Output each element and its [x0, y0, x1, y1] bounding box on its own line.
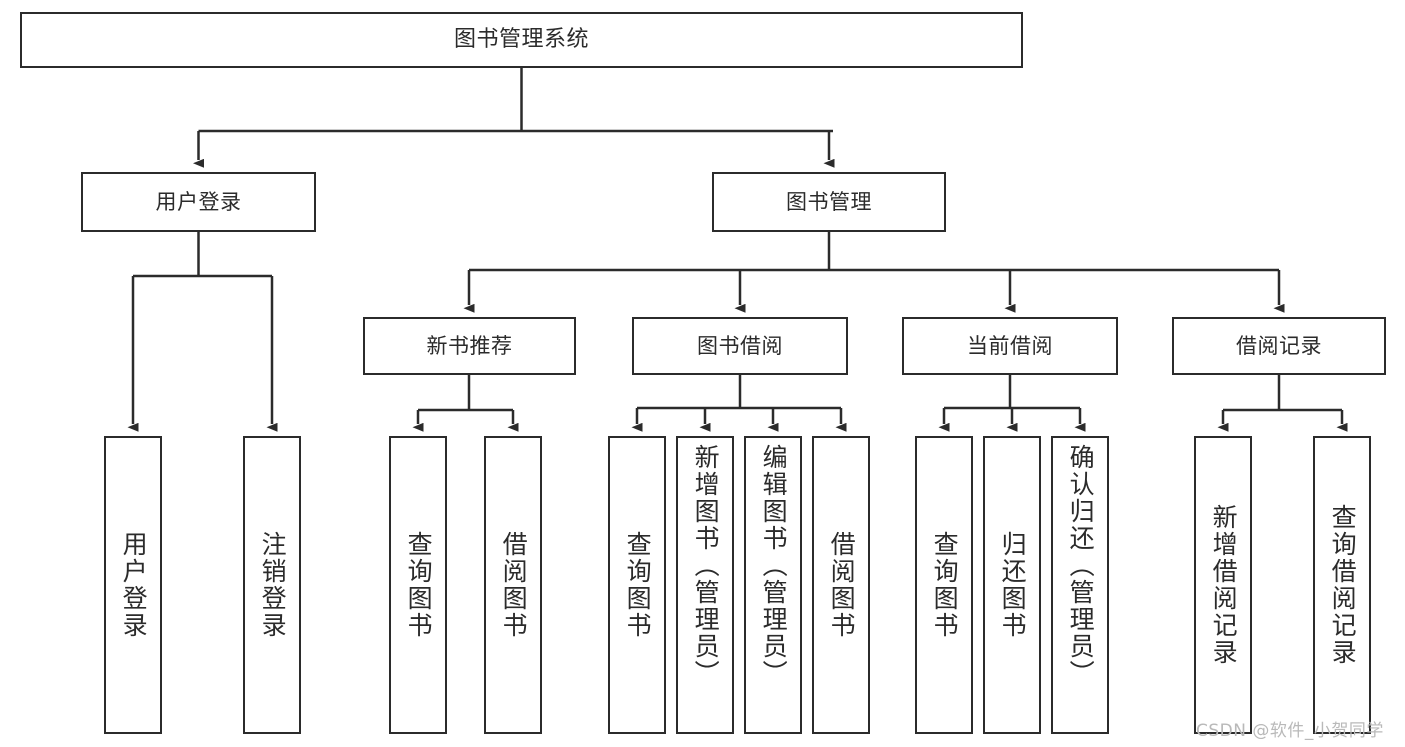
- node-borrow-records[interactable]: 借阅记录: [1172, 317, 1386, 375]
- leaf-node-label: 查询图书: [930, 531, 960, 639]
- leaf-node[interactable]: 新增图书（管理员）: [676, 436, 734, 734]
- leaf-node[interactable]: 编辑图书（管理员）: [744, 436, 802, 734]
- leaf-node-label: 编辑图书（管理员）: [759, 444, 789, 687]
- node-borrow-records-label: 借阅记录: [1236, 333, 1322, 358]
- csdn-watermark: CSDN @软件_小贺同学: [1196, 721, 1384, 741]
- node-root-label: 图书管理系统: [453, 27, 589, 53]
- node-book-management[interactable]: 图书管理: [712, 172, 946, 232]
- leaf-node-label: 归还图书: [998, 531, 1028, 639]
- leaf-node[interactable]: 查询借阅记录: [1313, 436, 1371, 734]
- node-root[interactable]: 图书管理系统: [20, 12, 1023, 68]
- node-current-borrow[interactable]: 当前借阅: [902, 317, 1118, 375]
- leaf-node[interactable]: 借阅图书: [812, 436, 870, 734]
- leaf-node-label: 借阅图书: [499, 531, 529, 639]
- leaf-node-label: 新增借阅记录: [1209, 504, 1239, 666]
- node-book-borrow[interactable]: 图书借阅: [632, 317, 848, 375]
- leaf-node-label: 借阅图书: [827, 531, 857, 639]
- node-book-management-label: 图书管理: [786, 189, 872, 214]
- leaf-node-label: 新增图书（管理员）: [691, 444, 721, 687]
- leaf-node[interactable]: 查询图书: [915, 436, 973, 734]
- leaf-node-label: 查询图书: [404, 531, 434, 639]
- leaf-node[interactable]: 用户登录: [104, 436, 162, 734]
- node-new-book-recommend-label: 新书推荐: [426, 333, 513, 358]
- leaf-node[interactable]: 归还图书: [983, 436, 1041, 734]
- leaf-node-label: 确认归还（管理员）: [1066, 444, 1096, 687]
- leaf-node[interactable]: 查询图书: [608, 436, 666, 734]
- node-book-borrow-label: 图书借阅: [697, 333, 783, 358]
- leaf-node[interactable]: 注销登录: [243, 436, 301, 734]
- leaf-node[interactable]: 新增借阅记录: [1194, 436, 1252, 734]
- node-user-login-label: 用户登录: [155, 189, 242, 214]
- leaf-node-label: 注销登录: [258, 531, 288, 639]
- leaf-node-label: 查询图书: [623, 531, 653, 639]
- leaf-node[interactable]: 确认归还（管理员）: [1051, 436, 1109, 734]
- node-user-login[interactable]: 用户登录: [81, 172, 316, 232]
- node-new-book-recommend[interactable]: 新书推荐: [363, 317, 576, 375]
- leaf-node[interactable]: 查询图书: [389, 436, 447, 734]
- leaf-node-label: 查询借阅记录: [1328, 504, 1358, 666]
- leaf-node[interactable]: 借阅图书: [484, 436, 542, 734]
- leaf-node-label: 用户登录: [119, 531, 149, 639]
- node-current-borrow-label: 当前借阅: [967, 333, 1053, 358]
